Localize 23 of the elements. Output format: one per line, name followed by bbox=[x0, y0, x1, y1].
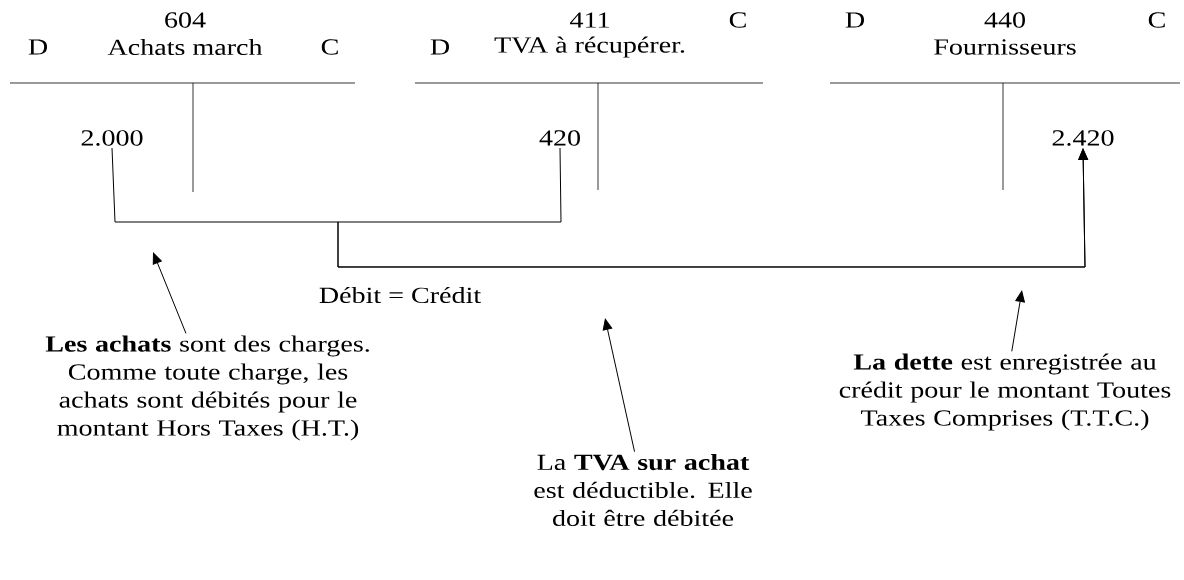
amount-text: 420 bbox=[539, 130, 580, 146]
arrow bbox=[152, 252, 187, 334]
label-text: 604 bbox=[165, 12, 206, 28]
label-text: D bbox=[430, 39, 449, 55]
label-text: D bbox=[28, 39, 47, 55]
label-text: Achats march bbox=[107, 38, 263, 56]
label-text: TVA à récupérer. bbox=[494, 36, 685, 58]
label-text: D bbox=[845, 12, 864, 28]
callout-text: Les achats sont des charges. Comme toute charge, les achats sont débités pour le montant Hors Taxes (H.T.) bbox=[45, 335, 369, 441]
bracket-arrow bbox=[337, 147, 1089, 268]
amount-text: 2.000 bbox=[81, 130, 143, 146]
label-text: Débit = Crédit bbox=[319, 286, 481, 304]
label-text: Fournisseurs bbox=[934, 39, 1076, 55]
amount-text: 2.420 bbox=[1052, 130, 1114, 146]
label-text: C bbox=[321, 39, 338, 55]
arrow bbox=[1011, 290, 1025, 352]
label-text: 440 bbox=[984, 12, 1025, 28]
arrow bbox=[602, 318, 636, 453]
callout-text: La dette est enregistrée au crédit pour le montant Toutes Taxes Comprises (T.T.C.) bbox=[839, 353, 1171, 431]
label-text: C bbox=[1148, 12, 1165, 28]
label-text: 411 bbox=[570, 12, 609, 28]
label-text: C bbox=[729, 12, 746, 28]
callout-text: La TVA sur achat est déductible. Elle doit être débitée bbox=[534, 453, 752, 527]
